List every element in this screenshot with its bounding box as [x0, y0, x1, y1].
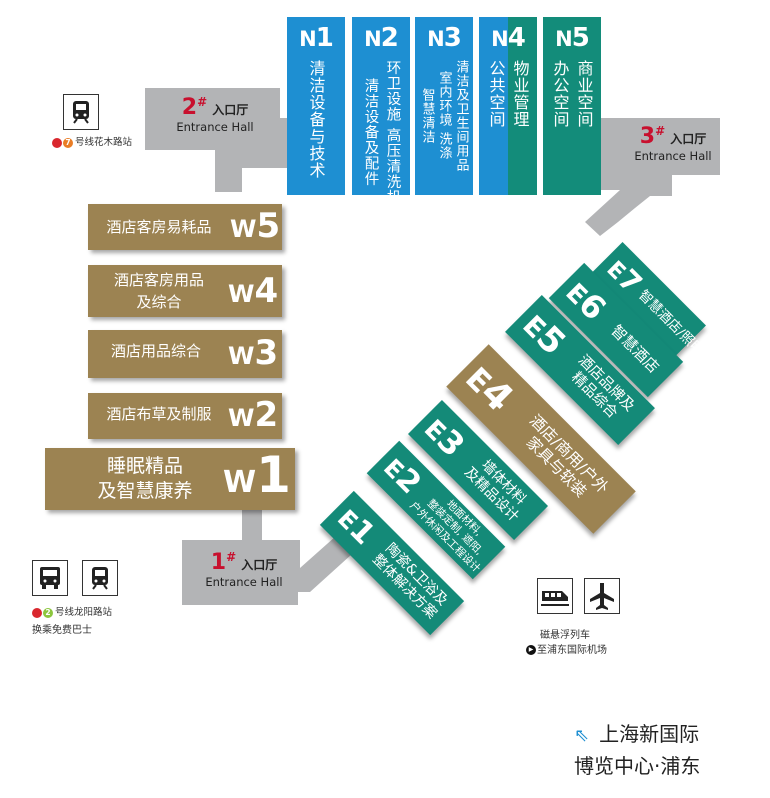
- venue-title: ⇖上海新国际 博览中心·浦东: [574, 719, 700, 781]
- venue-title-line-1: ⇖上海新国际: [574, 722, 700, 746]
- hall-n4-label-1: 物业管理: [510, 60, 530, 128]
- hall-n3-label-1: 清洁及卫生间用品: [453, 60, 469, 172]
- hall-n1-label: 清洁设备与技术: [306, 60, 326, 179]
- venue-title-line-2: 博览中心·浦东: [574, 754, 701, 778]
- hall-n1-code: N1: [299, 23, 334, 53]
- hall-w4-label: 酒店客房用品及综合: [113, 271, 204, 311]
- hall-w2[interactable]: 酒店布草及制服 W2: [88, 393, 282, 439]
- hall-w2-label: 酒店布草及制服: [106, 405, 212, 423]
- hall-n2-code: N2: [364, 23, 399, 53]
- hall-n3[interactable]: N3 清洁及卫生间用品 室内环境 洗涤 智慧清洁: [415, 17, 473, 195]
- hall-w3-label: 酒店用品综合: [110, 342, 201, 360]
- maglev-icon: [537, 578, 573, 614]
- hall-n5-code: N5: [555, 23, 590, 53]
- hall-w3[interactable]: 酒店用品综合 W3: [88, 330, 282, 378]
- hall-n5[interactable]: N5 商业空间 办公空间: [543, 17, 601, 195]
- hall-n1[interactable]: N1 清洁设备与技术: [287, 17, 345, 195]
- hall-n4-code: N4: [491, 23, 526, 53]
- hall-n2[interactable]: N2 环卫设施 高压清洗机 清洁设备及配件: [352, 17, 410, 205]
- hall-w4-code: W4: [228, 271, 279, 311]
- hall-n3-label-2: 室内环境 洗涤: [436, 71, 452, 161]
- hall-w3-code: W3: [228, 333, 279, 373]
- metro-icon: [82, 560, 118, 596]
- entrance-3[interactable]: 3# 入口厅 Entrance Hall: [622, 124, 724, 163]
- hall-n5-label-1: 商业空间: [574, 60, 594, 128]
- hall-n4-label-2: 公共空间: [486, 60, 506, 128]
- entrance-1[interactable]: 1# 入口厅 Entrance Hall: [192, 550, 296, 589]
- hall-n2-label-2: 清洁设备及配件: [362, 78, 379, 187]
- bus-icon: [32, 560, 68, 596]
- hall-n4[interactable]: N4 物业管理 公共空间: [479, 17, 537, 195]
- hall-w5[interactable]: 酒店客房易耗品 W5: [88, 204, 282, 250]
- metro-icon: [63, 94, 99, 130]
- hall-w1-label: 睡眠精品及智慧康养: [97, 455, 193, 502]
- hall-n5-label-2: 办公空间: [550, 60, 570, 128]
- hall-n3-label-3: 智慧清洁: [419, 88, 435, 144]
- hall-w4[interactable]: 酒店客房用品及综合 W4: [88, 265, 282, 317]
- hall-n2-label-1: 环卫设施 高压清洗机: [384, 60, 401, 206]
- maglev-sub-label: ▶至浦东国际机场: [526, 641, 607, 656]
- entrance-2[interactable]: 2# 入口厅 Entrance Hall: [150, 95, 280, 134]
- entrance-2-en: Entrance Hall: [176, 120, 254, 134]
- hall-w5-code: W5: [230, 206, 281, 246]
- walkway-south: [182, 500, 362, 605]
- hall-w1[interactable]: 睡眠精品及智慧康养 W1: [45, 446, 295, 510]
- airplane-icon: [584, 578, 620, 614]
- entrance-3-en: Entrance Hall: [634, 149, 712, 163]
- entrance-1-en: Entrance Hall: [205, 575, 283, 589]
- walkway-east: [585, 118, 720, 236]
- maglev-label: 磁悬浮列车: [540, 630, 590, 641]
- hall-w2-code: W2: [228, 395, 279, 435]
- hall-w5-label: 酒店客房易耗品: [106, 218, 212, 236]
- bus-transfer-note: 换乘免费巴士: [32, 625, 92, 636]
- walkway-north: [145, 88, 296, 192]
- hall-w1-code: W1: [223, 446, 291, 504]
- hall-n3-code: N3: [427, 23, 462, 53]
- northwest-arrow-icon: ⇖: [574, 725, 590, 746]
